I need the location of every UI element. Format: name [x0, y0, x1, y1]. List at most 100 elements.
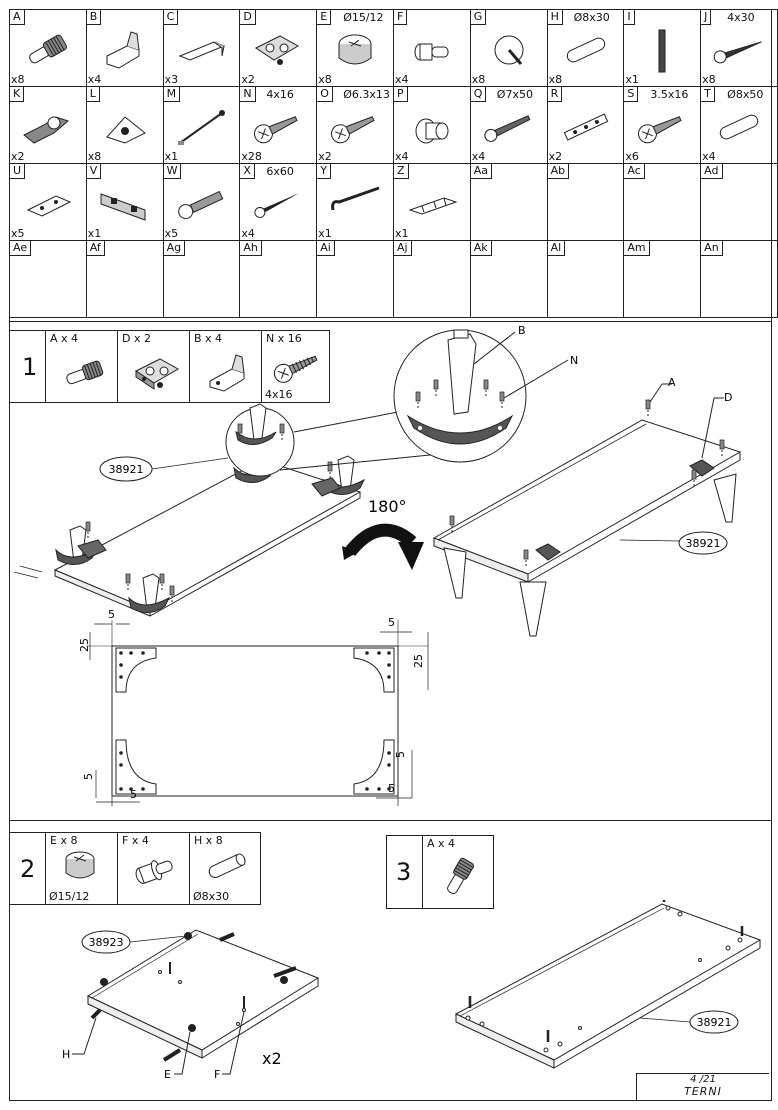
cam-bolt-icon: [414, 43, 449, 61]
dim-bottom-left-v: 5: [82, 773, 95, 780]
step2-cell-h: H x 8 Ø8x30: [189, 833, 262, 904]
part-cell-ad: Ad: [700, 163, 778, 241]
part-quantity: x4: [702, 150, 716, 163]
screw-icon: [331, 116, 375, 144]
part-size: Ø8x30: [573, 11, 610, 24]
part-size: Ø6.3x13: [343, 88, 390, 101]
callout-n: N: [570, 354, 578, 367]
part-size: Ø8x50: [727, 88, 764, 101]
step2-cell-label: E x 8: [50, 834, 78, 847]
leg-plate-icon: [255, 35, 300, 65]
section-divider: [9, 321, 772, 322]
rail-icon: [658, 29, 666, 73]
part-size: 4x16: [266, 88, 294, 101]
plate-icon: [26, 195, 72, 217]
leg-position-diagram: 5 25 5 25 5 5 5 5: [78, 608, 429, 806]
step1-illustration: 38921 B N 180° A D 38921: [13, 324, 742, 806]
cam-lock-icon: [65, 851, 95, 879]
part-quantity: x4: [471, 150, 486, 163]
part-quantity: x5: [11, 227, 25, 240]
dim-bottom-left-h: 5: [130, 788, 137, 801]
part-cell-ac: Ac: [623, 163, 702, 241]
hinge-icon: [23, 116, 69, 144]
part-quantity: x4: [394, 150, 409, 163]
step1-cell-label: B x 4: [194, 332, 223, 345]
hook-screw-icon: [331, 186, 380, 211]
part-cell-ag: Ag: [162, 240, 241, 318]
part-letter: Ai: [317, 241, 335, 256]
part-letter: N: [240, 87, 256, 102]
part-quantity: x5: [164, 227, 179, 240]
part-quantity: x1: [394, 227, 409, 240]
part-quantity: x8: [548, 73, 563, 86]
step2-number: 2: [20, 855, 36, 883]
cam-bolt-icon: [135, 860, 173, 884]
corner-block-icon: [105, 116, 146, 144]
part-letter: Aa: [470, 164, 493, 179]
step2-cell-sub: Ø8x30: [193, 890, 230, 903]
part-letter: E: [317, 10, 332, 25]
part-letter: X: [240, 164, 255, 179]
callout-e: E: [164, 1068, 171, 1081]
callout-f: F: [214, 1068, 220, 1081]
part-cell-al: Al: [546, 240, 625, 318]
part-letter: Al: [547, 241, 566, 256]
dowel-fitting-icon: [29, 34, 67, 64]
part-quantity: x1: [625, 73, 639, 86]
strip-icon: [563, 113, 608, 141]
part-letter: M: [163, 87, 181, 102]
part-cell-ae: Ae: [9, 240, 87, 318]
wood-dowel-icon: [566, 37, 605, 63]
part-quantity: x8: [702, 73, 716, 86]
part-cell-am: Am: [623, 240, 702, 318]
part-letter: Am: [624, 241, 650, 256]
part-letter: Ac: [624, 164, 645, 179]
mount-bracket-icon: [100, 193, 146, 221]
dim-left-side: 25: [78, 638, 91, 652]
part-cell-an: An: [700, 240, 778, 318]
part-size: 6x60: [266, 165, 294, 178]
step3-number: 3: [396, 858, 412, 886]
part-size: 3.5x16: [650, 88, 689, 101]
wood-dowel-icon: [719, 114, 759, 140]
leg-plate-icon: [135, 358, 180, 390]
part-quantity: x8: [471, 73, 486, 86]
part-quantity: x8: [11, 73, 25, 86]
wood-dowel-icon: [208, 853, 246, 878]
part-quantity: x2: [241, 73, 255, 86]
step2-cell-label: H x 8: [194, 834, 223, 847]
part-letter: O: [317, 87, 333, 102]
part-quantity: x28: [241, 150, 262, 163]
part-letter: Ab: [547, 164, 570, 179]
part-quantity: x6: [625, 150, 639, 163]
part-letter: H: [547, 10, 563, 25]
callout-a: A: [668, 376, 676, 389]
step1-cell-label: N x 16: [266, 332, 302, 345]
wire-icon: [177, 110, 225, 145]
step1-cell-label: A x 4: [50, 332, 79, 345]
step1-number: 1: [22, 353, 38, 381]
step1-cell-b: B x 4: [189, 331, 261, 402]
part-quantity: x4: [394, 73, 409, 86]
step1-cell-a: A x 4: [45, 331, 117, 402]
part-quantity: x2: [548, 150, 563, 163]
step1-panel-code-right: 38921: [686, 537, 721, 550]
part-letter: Y: [317, 164, 331, 179]
wood-screw-icon: [713, 41, 762, 64]
part-letter: Z: [393, 164, 409, 179]
dowel-fitting-icon: [66, 360, 104, 385]
rotation-label: 180°: [368, 497, 407, 516]
part-letter: V: [86, 164, 102, 179]
step1-panel-code: 38921: [109, 463, 144, 476]
part-size: Ø15/12: [343, 11, 384, 24]
shims-icon: [408, 197, 458, 215]
step3-parts-box: 3 A x 4: [386, 835, 494, 909]
